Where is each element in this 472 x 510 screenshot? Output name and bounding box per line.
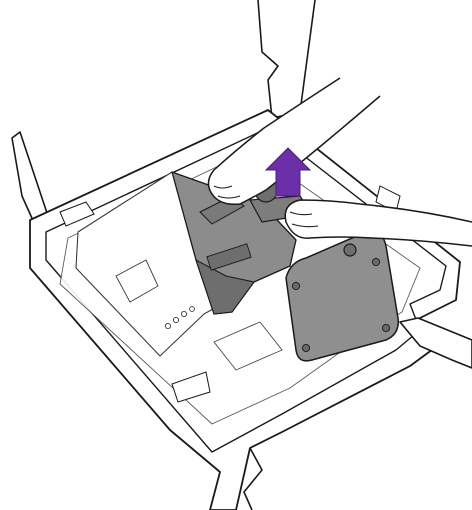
base-center-bolt bbox=[344, 244, 356, 256]
